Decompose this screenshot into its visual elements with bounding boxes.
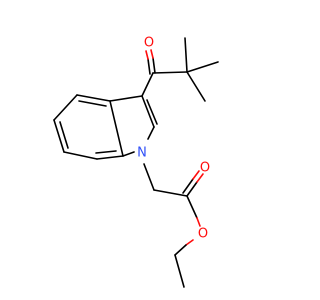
bond-c-cq (152, 71, 188, 74)
bond-co-ketone-1 (152, 57, 156, 74)
bond-co-ketone-2b (145, 50, 149, 60)
indole-nitrogen-label: N (137, 146, 147, 161)
ester-ether-oxygen-label: O (198, 227, 208, 242)
bond-c7-c7a-inner (95, 150, 117, 154)
bond-c3-c2 (141, 95, 155, 128)
ketone-oxygen-label: O (144, 36, 154, 51)
bond-c5-c6 (53, 119, 65, 153)
atom-labels: O N O O (137, 36, 210, 242)
bond-c-oether (186, 195, 198, 219)
bond-c3a-c4-inner (78, 100, 107, 107)
bond-co-ester-1 (186, 181, 198, 197)
bond-c-c3 (141, 72, 154, 97)
molecule-structure: O N O O (53, 36, 219, 288)
bond-ch2-cester (153, 189, 188, 197)
bond-co-ester-2b (192, 170, 200, 180)
bond-cq-me1 (184, 37, 188, 73)
bond-oether-ch2-a (185, 239, 194, 246)
bond-co-ester-1b (196, 173, 204, 183)
bond-oether-ch2-b (174, 244, 187, 256)
bond-c2-n (147, 126, 155, 140)
bond-co-ester-2 (182, 178, 194, 194)
bond-c7-c7a (96, 155, 124, 160)
bond-c3a-c7a (109, 100, 124, 157)
bond-ethyl (174, 254, 185, 288)
bond-lines (53, 37, 219, 288)
bond-cq-me3 (186, 71, 206, 102)
bond-co-ketone-1b (150, 49, 154, 59)
bond-co-ketone-2 (147, 58, 151, 75)
bond-c3-c2-inner (146, 99, 158, 125)
bond-c6-c7 (63, 151, 98, 160)
bond-cq-me2 (186, 61, 219, 73)
bond-n-ch2 (143, 163, 155, 191)
bond-c3a-c4 (76, 94, 111, 102)
bond-c5-c6-inner (59, 121, 69, 149)
bond-c3-c3a (109, 95, 143, 102)
bond-c-oether-b (196, 217, 201, 227)
bond-c4-c5 (53, 94, 78, 121)
ester-carbonyl-oxygen-label: O (200, 161, 210, 176)
bond-n-c7a-partial (122, 151, 135, 157)
